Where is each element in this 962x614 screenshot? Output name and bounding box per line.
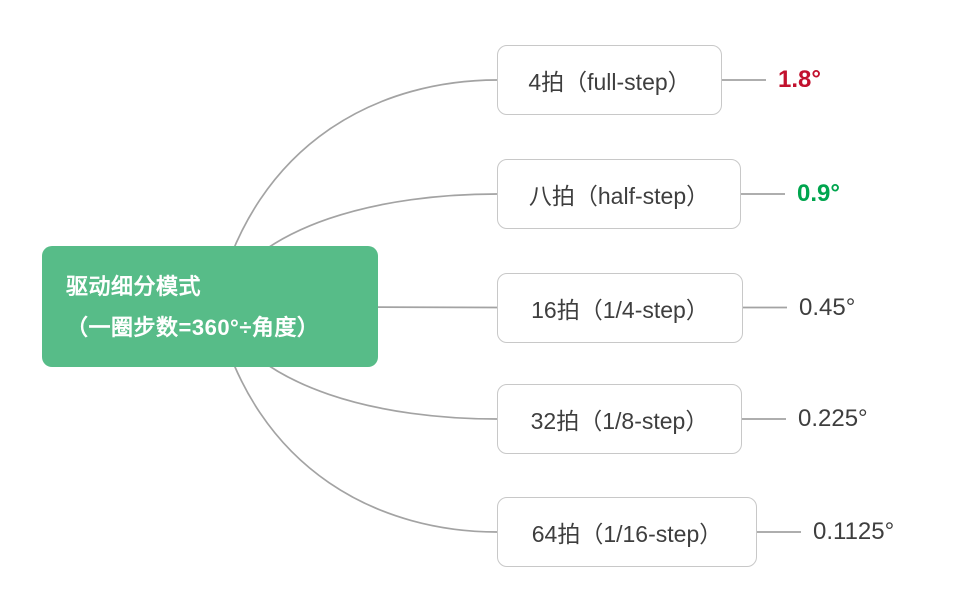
branch-node[interactable]: 16拍（1/4-step）	[497, 272, 743, 343]
branch-value-label: 0.225°	[798, 405, 868, 432]
branch-node[interactable]: 八拍（half-step）	[497, 159, 741, 229]
root-node[interactable]: 驱动细分模式 （一圈步数=360°÷角度）	[42, 246, 378, 367]
branch-node[interactable]: 32拍（1/8-step）	[497, 384, 742, 454]
branch-label: 16拍（1/4-step）	[531, 296, 709, 323]
connector-curve	[214, 79, 498, 307]
root-title: 驱动细分模式	[66, 273, 202, 299]
branch-node[interactable]: 4拍（full-step）	[497, 45, 722, 115]
branch-value-label: 0.1125°	[813, 518, 895, 545]
branch-label: 八拍（half-step）	[528, 183, 710, 209]
branch-value-label: 0.9°	[797, 180, 840, 207]
branch-value-label: 0.45°	[799, 293, 856, 321]
connector-curve	[214, 306, 498, 533]
branch-label: 32拍（1/8-step）	[530, 408, 709, 434]
root-subtitle: （一圈步数=360°÷角度）	[66, 314, 320, 340]
branch-label: 4拍（full-step）	[528, 69, 691, 95]
branch-node[interactable]: 64拍（1/16-step）	[497, 497, 757, 567]
branch-value-label: 1.8°	[778, 66, 821, 93]
branch-label: 64拍（1/16-step）	[531, 521, 723, 547]
